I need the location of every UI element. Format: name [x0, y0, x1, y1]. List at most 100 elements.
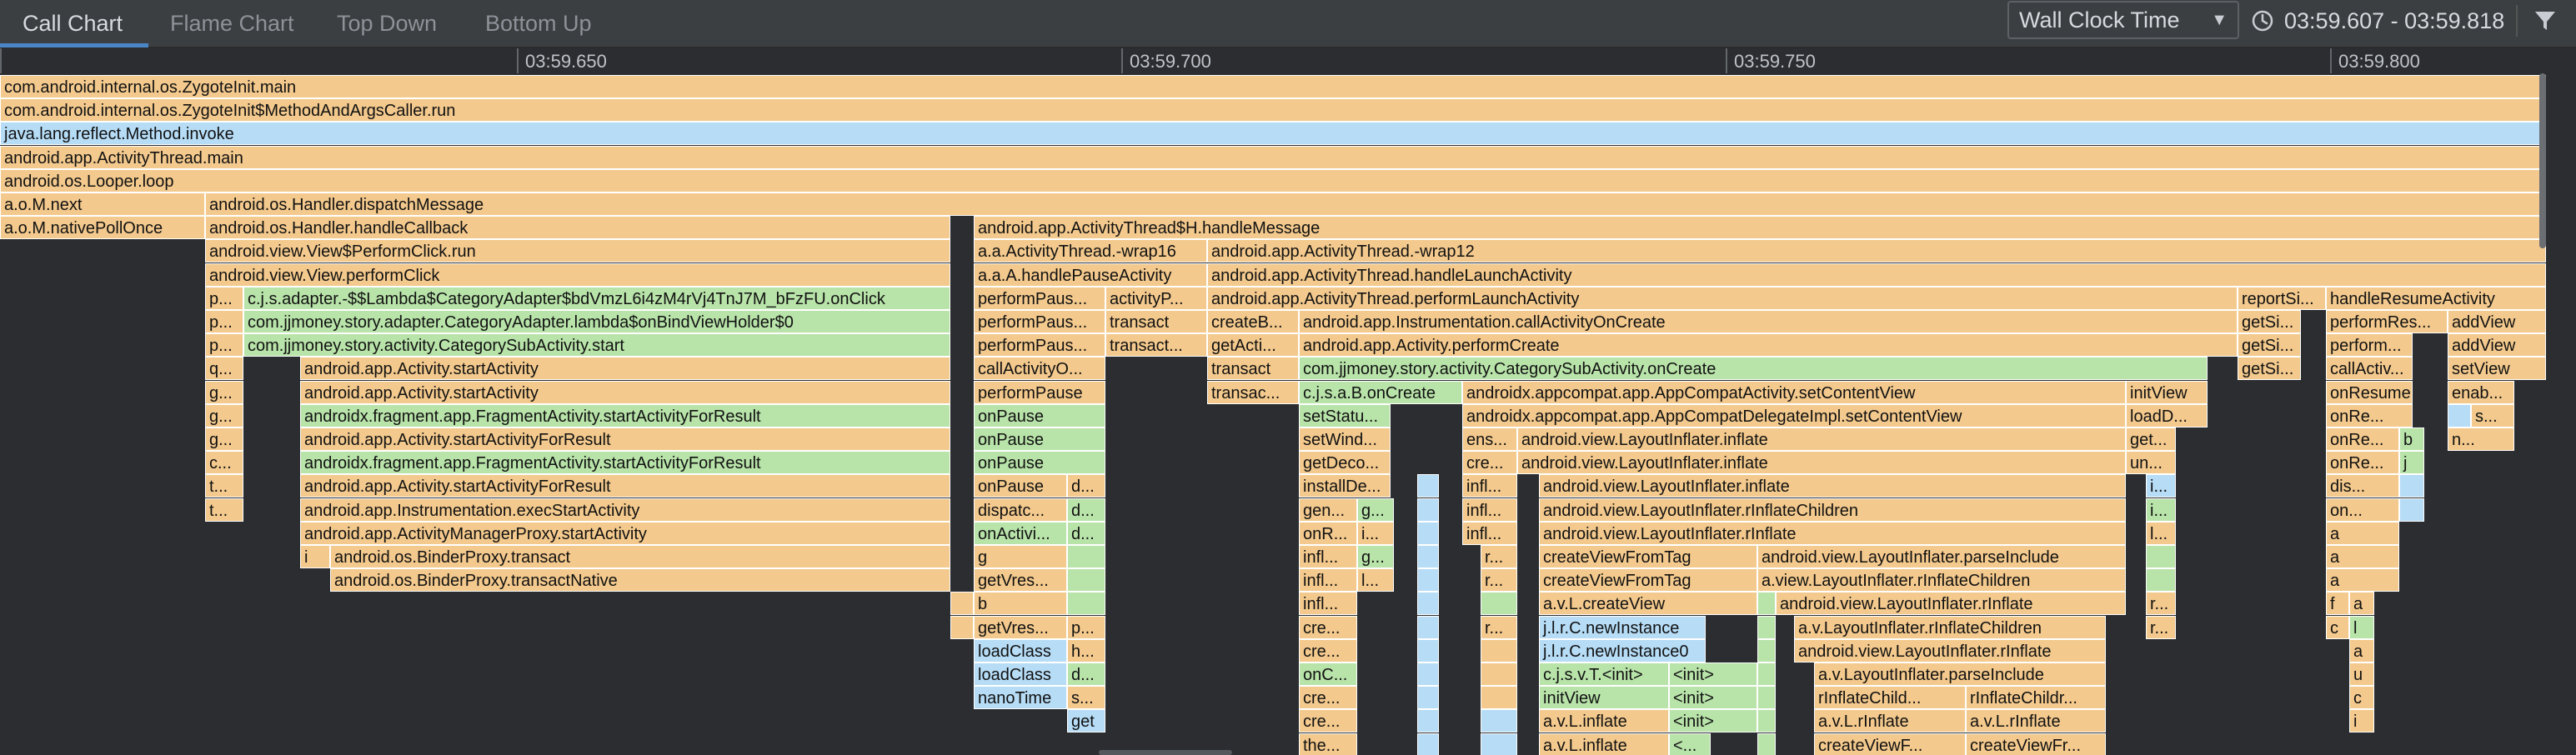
- call-frame[interactable]: onRe...: [2326, 428, 2399, 451]
- call-frame[interactable]: d...: [1067, 662, 1105, 686]
- call-frame[interactable]: on...: [2326, 498, 2399, 522]
- call-frame[interactable]: infl...: [1462, 498, 1517, 522]
- call-frame[interactable]: onRe...: [2326, 404, 2413, 428]
- call-frame[interactable]: [1067, 568, 1105, 592]
- call-frame[interactable]: infl...: [1299, 568, 1357, 592]
- call-frame[interactable]: cre...: [1299, 639, 1357, 662]
- call-frame[interactable]: g...: [205, 428, 243, 451]
- call-frame[interactable]: t...: [205, 474, 243, 498]
- call-frame[interactable]: a: [2326, 545, 2399, 568]
- call-frame[interactable]: createViewFromTag: [1539, 568, 1757, 592]
- call-frame[interactable]: u: [2349, 662, 2374, 686]
- call-frame[interactable]: cre...: [1299, 616, 1357, 639]
- call-frame[interactable]: setView: [2448, 357, 2546, 380]
- call-frame[interactable]: [1417, 686, 1439, 709]
- call-frame[interactable]: android.view.View$PerformClick.run: [205, 239, 950, 262]
- call-frame[interactable]: com.jjmoney.story.activity.CategorySubAc…: [1299, 357, 2208, 380]
- call-frame[interactable]: i...: [2146, 474, 2176, 498]
- call-frame[interactable]: [2146, 568, 2176, 592]
- call-frame[interactable]: com.jjmoney.story.adapter.CategoryAdapte…: [243, 310, 950, 333]
- call-frame[interactable]: androidx.fragment.app.FragmentActivity.s…: [300, 451, 950, 474]
- call-frame[interactable]: onResume: [2326, 381, 2413, 404]
- call-frame[interactable]: c.j.s.v.T.<init>: [1539, 662, 1669, 686]
- call-frame[interactable]: activityP...: [1105, 287, 1207, 310]
- call-frame[interactable]: c: [2326, 616, 2349, 639]
- tab-top-down[interactable]: Top Down: [337, 11, 438, 36]
- call-frame[interactable]: [1757, 709, 1776, 732]
- call-frame[interactable]: [1481, 662, 1517, 686]
- call-frame[interactable]: a.v.L.inflate: [1539, 733, 1669, 755]
- call-frame[interactable]: un...: [2126, 451, 2176, 474]
- call-frame[interactable]: f: [2326, 592, 2349, 615]
- call-frame[interactable]: android.view.LayoutInflater.rInflateChil…: [1539, 498, 2126, 522]
- call-frame[interactable]: [1481, 592, 1517, 615]
- call-frame[interactable]: addView: [2448, 310, 2546, 333]
- call-frame[interactable]: infl...: [1299, 592, 1357, 615]
- call-frame[interactable]: setWind...: [1299, 428, 1391, 451]
- clock-mode-dropdown[interactable]: Wall Clock Time ▼: [2007, 1, 2239, 39]
- call-frame[interactable]: [2399, 474, 2424, 498]
- call-frame[interactable]: [1481, 686, 1517, 709]
- call-frame[interactable]: [1417, 616, 1439, 639]
- call-frame[interactable]: l...: [2146, 522, 2176, 545]
- call-frame[interactable]: a: [2349, 592, 2374, 615]
- call-frame[interactable]: the...: [1299, 733, 1357, 755]
- call-frame[interactable]: androidx.appcompat.app.AppCompatActivity…: [1462, 381, 2126, 404]
- call-frame[interactable]: [1417, 733, 1439, 755]
- call-frame[interactable]: [1417, 474, 1439, 498]
- call-frame[interactable]: rInflateChildr...: [1966, 686, 2106, 709]
- call-frame[interactable]: [950, 616, 974, 639]
- call-frame[interactable]: [1067, 545, 1105, 568]
- call-frame[interactable]: loadClass: [974, 639, 1067, 662]
- call-frame[interactable]: cre...: [1462, 451, 1517, 474]
- call-frame[interactable]: j.l.r.C.newInstance0: [1539, 639, 1706, 662]
- call-frame[interactable]: android.app.Activity.performCreate: [1299, 333, 2238, 357]
- tab-bottom-up[interactable]: Bottom Up: [485, 11, 592, 36]
- call-frame[interactable]: h...: [1067, 639, 1105, 662]
- call-frame[interactable]: performPause: [974, 381, 1105, 404]
- call-frame[interactable]: gen...: [1299, 498, 1357, 522]
- call-frame[interactable]: performPaus...: [974, 287, 1105, 310]
- call-frame[interactable]: androidx.fragment.app.FragmentActivity.s…: [300, 404, 950, 428]
- call-frame[interactable]: <init>: [1669, 709, 1757, 732]
- call-frame[interactable]: i: [300, 545, 330, 568]
- call-frame[interactable]: r...: [1481, 616, 1517, 639]
- call-frame[interactable]: onPause: [974, 404, 1105, 428]
- call-frame[interactable]: callActiv...: [2326, 357, 2413, 380]
- call-frame[interactable]: g...: [205, 381, 243, 404]
- call-frame[interactable]: android.app.ActivityThread.handleLaunchA…: [1207, 263, 2546, 287]
- call-frame[interactable]: t...: [205, 498, 243, 522]
- call-frame[interactable]: cre...: [1299, 709, 1357, 732]
- call-frame[interactable]: android.app.ActivityThread.-wrap12: [1207, 239, 2546, 262]
- call-frame[interactable]: android.app.Activity.startActivityForRes…: [300, 428, 950, 451]
- call-frame[interactable]: onPause: [974, 451, 1105, 474]
- call-frame[interactable]: android.app.ActivityThread.performLaunch…: [1207, 287, 2238, 310]
- call-frame[interactable]: p...: [1067, 616, 1105, 639]
- call-frame[interactable]: getVres...: [974, 616, 1067, 639]
- call-frame[interactable]: onC...: [1299, 662, 1357, 686]
- call-frame[interactable]: android.view.LayoutInflater.inflate: [1539, 474, 2126, 498]
- call-frame[interactable]: [1417, 522, 1439, 545]
- tab-call-chart[interactable]: Call Chart: [23, 11, 123, 36]
- call-frame[interactable]: [1067, 592, 1105, 615]
- call-frame[interactable]: [1757, 616, 1776, 639]
- call-frame[interactable]: [1757, 733, 1776, 755]
- call-frame[interactable]: r...: [2146, 592, 2176, 615]
- call-frame[interactable]: r...: [2146, 616, 2176, 639]
- tab-flame-chart[interactable]: Flame Chart: [170, 11, 294, 36]
- call-frame[interactable]: android.view.LayoutInflater.rInflate: [1539, 522, 2126, 545]
- call-frame[interactable]: android.view.View.performClick: [205, 263, 950, 287]
- call-frame[interactable]: a.o.M.next: [0, 192, 205, 216]
- call-frame[interactable]: get: [1067, 709, 1105, 732]
- call-frame[interactable]: [1757, 662, 1776, 686]
- call-frame[interactable]: loadD...: [2126, 404, 2208, 428]
- call-frame[interactable]: android.app.ActivityThread$H.handleMessa…: [974, 216, 2546, 239]
- call-frame[interactable]: [2146, 545, 2176, 568]
- call-frame[interactable]: c: [2349, 686, 2374, 709]
- call-frame[interactable]: [1417, 498, 1439, 522]
- call-frame[interactable]: loadClass: [974, 662, 1067, 686]
- call-frame[interactable]: a.v.L.rInflate: [1814, 709, 1966, 732]
- call-frame[interactable]: p...: [205, 333, 243, 357]
- call-frame[interactable]: nanoTime: [974, 686, 1067, 709]
